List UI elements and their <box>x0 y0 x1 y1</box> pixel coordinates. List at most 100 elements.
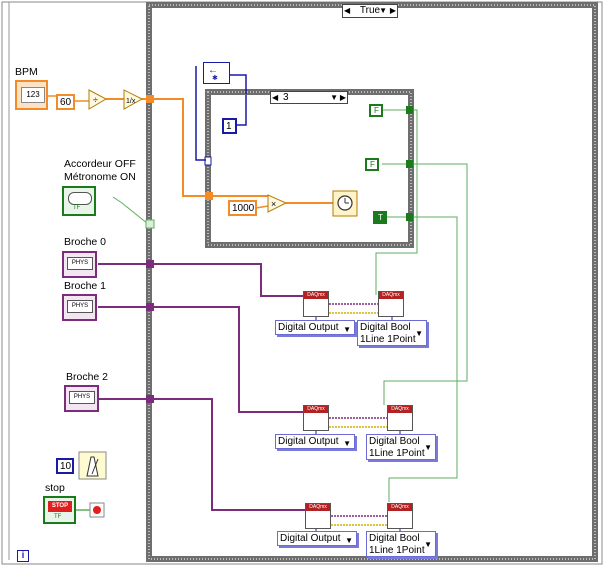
svg-text:1/x: 1/x <box>126 98 136 105</box>
daq-header: DAQmx <box>304 406 328 413</box>
wire-broche2 <box>152 398 305 511</box>
accordeur-label-line2: Métronome ON <box>64 171 136 183</box>
dropdown-arrow-icon: ▼ <box>424 540 432 549</box>
output-type-ring-1[interactable]: Digital Output ▼ <box>275 434 355 449</box>
dropdown-arrow-icon: ▼ <box>343 325 351 334</box>
write-mode-line2: 1Line 1Point <box>369 545 425 556</box>
write-mode-ring-2[interactable]: Digital Bool 1Line 1Point ▼ <box>366 531 436 557</box>
constant-thousand[interactable]: 1000 <box>228 200 257 216</box>
svg-text:×: × <box>271 199 276 209</box>
selector-left-icon[interactable]: ◀ <box>344 6 351 15</box>
wire-bool-2 <box>388 216 458 502</box>
output-type-label: Digital Output <box>278 322 339 333</box>
stop-label: stop <box>45 482 65 494</box>
broche0-label: Broche 0 <box>64 236 107 248</box>
svg-text:÷: ÷ <box>93 95 98 105</box>
arrow-left-icon: ← <box>208 65 218 76</box>
bool-const-f2[interactable]: F <box>365 158 379 171</box>
accordeur-terminal[interactable]: TF <box>62 186 96 216</box>
wire-1000-to-multiply <box>255 205 269 209</box>
feedback-node[interactable]: ← ✱ <box>203 62 230 84</box>
daqmx-write-1[interactable]: DAQmx <box>387 405 413 431</box>
daq-header: DAQmx <box>388 406 412 413</box>
wire-int-one <box>237 94 247 126</box>
constant-sixty[interactable]: 60 <box>56 94 75 110</box>
bool-const-t[interactable]: T <box>373 211 387 224</box>
broche1-label: Broche 1 <box>64 280 107 292</box>
bpm-label: BPM <box>15 66 38 78</box>
output-type-label: Digital Output <box>278 436 339 447</box>
daqmx-write-0[interactable]: DAQmx <box>378 291 404 317</box>
asterisk-icon: ✱ <box>212 75 218 82</box>
wire-period-to-inner <box>154 98 209 197</box>
bpm-display: 123 <box>21 87 45 103</box>
write-mode-line2: 1Line 1Point <box>369 448 425 459</box>
accordeur-tf: TF <box>73 205 81 211</box>
constant-one[interactable]: 1 <box>222 118 237 134</box>
broche1-display: PHYS <box>67 300 93 313</box>
wire-accordeur <box>112 196 149 225</box>
outer-case-value: True <box>359 5 381 16</box>
write-mode-line2: 1Line 1Point <box>360 334 416 345</box>
inner-case-value: 3 <box>283 92 289 103</box>
write-mode-ring-0[interactable]: Digital Bool 1Line 1Point ▼ <box>357 320 427 346</box>
bpm-terminal[interactable]: 123 <box>15 80 48 110</box>
output-type-ring-0[interactable]: Digital Output ▼ <box>275 320 355 335</box>
outer-case-frame <box>146 2 598 562</box>
selector-dropdown-icon[interactable]: ▼ <box>379 6 387 15</box>
daqmx-create-channel-1[interactable]: DAQmx <box>303 405 329 431</box>
multiply-node <box>267 194 288 213</box>
output-type-ring-2[interactable]: Digital Output ▼ <box>277 531 357 546</box>
tunnel-broche0 <box>146 260 154 268</box>
constant-ten[interactable]: 10 <box>56 458 74 474</box>
dropdown-arrow-icon: ▼ <box>424 443 432 452</box>
bool-const-f1[interactable]: F <box>369 104 383 117</box>
wire-broche1 <box>152 306 303 413</box>
stop-tf: TF <box>54 514 62 520</box>
selector-left-icon[interactable]: ◀ <box>272 93 279 102</box>
broche2-label: Broche 2 <box>66 371 109 383</box>
accordeur-label-line1: Accordeur OFF <box>64 158 136 170</box>
tunnel-broche1 <box>146 303 154 311</box>
divide-node <box>88 89 108 110</box>
inner-case-selector[interactable]: ◀ 3 ▼ ▶ <box>270 91 348 104</box>
tunnel-bpm <box>146 95 154 103</box>
tunnel-bool-out-2 <box>406 213 413 221</box>
daq-header: DAQmx <box>388 504 412 511</box>
iteration-info-icon: i <box>17 550 29 562</box>
output-type-label: Digital Output <box>280 533 341 544</box>
daq-header: DAQmx <box>304 292 328 299</box>
broche0-terminal[interactable]: PHYS <box>62 251 97 278</box>
broche2-display: PHYS <box>69 391 95 404</box>
stop-display: STOP <box>48 501 72 512</box>
daqmx-create-channel-0[interactable]: DAQmx <box>303 291 329 317</box>
daqmx-write-2[interactable]: DAQmx <box>387 503 413 529</box>
dropdown-arrow-icon: ▼ <box>415 329 423 338</box>
broche0-display: PHYS <box>67 257 93 270</box>
dropdown-arrow-icon: ▼ <box>343 439 351 448</box>
broche1-terminal[interactable]: PHYS <box>62 294 97 321</box>
tunnel-bool-out-1 <box>406 160 413 168</box>
dropdown-arrow-icon: ▼ <box>345 536 353 545</box>
wire-broche0 <box>152 263 303 297</box>
tunnel-accordeur <box>145 219 155 229</box>
outer-case-selector[interactable]: ◀ True ▼ ▶ <box>342 4 398 18</box>
selector-dropdown-icon[interactable]: ▼ <box>330 93 338 102</box>
daq-header: DAQmx <box>379 292 403 299</box>
daq-header: DAQmx <box>306 504 330 511</box>
write-mode-ring-1[interactable]: Digital Bool 1Line 1Point ▼ <box>366 434 436 460</box>
tunnel-bool-out-0 <box>406 106 413 114</box>
selector-right-icon[interactable]: ▶ <box>389 6 396 15</box>
toggle-icon <box>68 192 92 205</box>
reciprocal-node <box>123 89 144 110</box>
tunnel-broche2 <box>146 395 154 403</box>
daqmx-create-channel-2[interactable]: DAQmx <box>305 503 331 529</box>
broche2-terminal[interactable]: PHYS <box>64 385 99 412</box>
write-mode-line1: Digital Bool <box>369 436 420 447</box>
wire-bool-1 <box>383 163 468 405</box>
write-mode-line1: Digital Bool <box>360 322 411 333</box>
stop-terminal[interactable]: STOP TF <box>43 496 76 524</box>
wire-bool-0 <box>375 109 418 295</box>
selector-right-icon[interactable]: ▶ <box>339 93 346 102</box>
write-mode-line1: Digital Bool <box>369 533 420 544</box>
